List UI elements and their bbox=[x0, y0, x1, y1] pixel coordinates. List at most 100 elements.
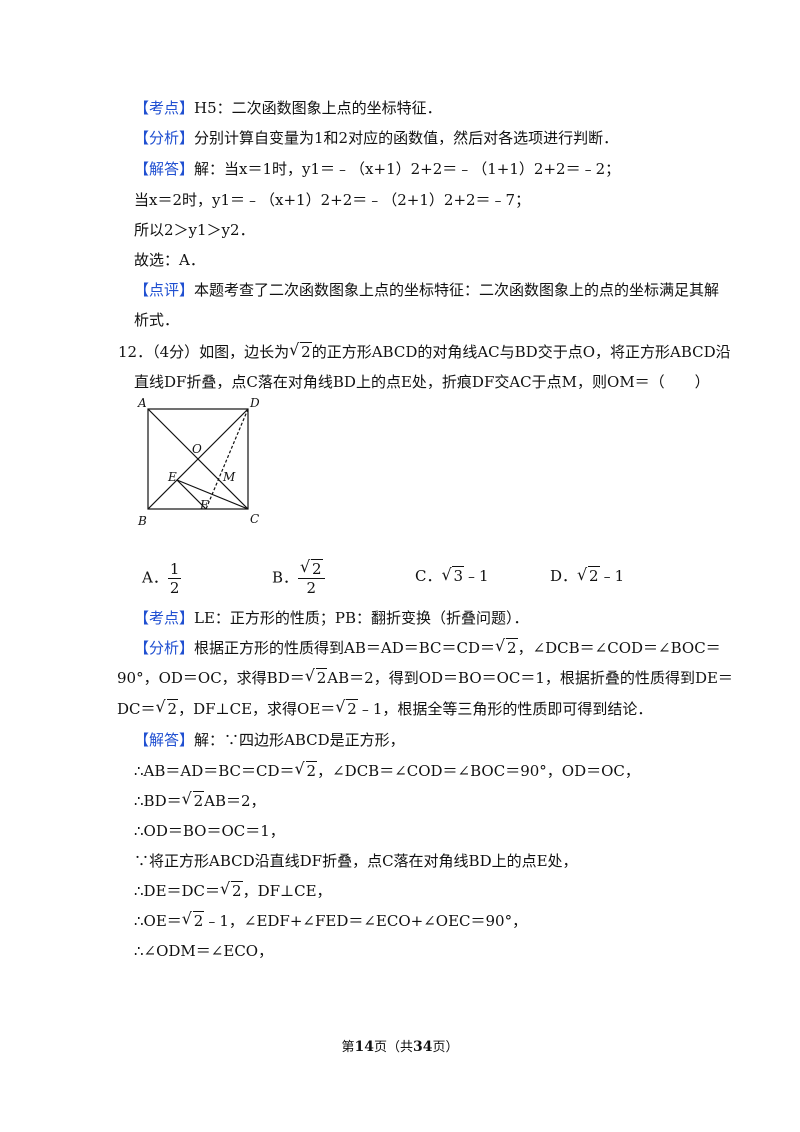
kaodian-tag: 【考点】 bbox=[134, 99, 195, 117]
prev-dianping-l2: 析式． bbox=[134, 311, 180, 329]
prev-jieda-l4: 故选：A． bbox=[134, 251, 205, 269]
label-b: B bbox=[137, 514, 147, 528]
jieda-text: ∴AB＝AD＝BC＝CD＝ bbox=[134, 762, 295, 780]
prev-fenxi: 【分析】分别计算自变量为1和2对应的函数值，然后对各选项进行判断． bbox=[134, 128, 618, 148]
radicand: 2 bbox=[311, 559, 323, 578]
sqrt-2: 2 bbox=[156, 697, 179, 719]
fenxi-text: 分别计算自变量为1和2对应的函数值，然后对各选项进行判断． bbox=[194, 129, 619, 147]
q12-jieda-l6: ∴DE＝DC＝2，DF⊥CE， bbox=[134, 879, 332, 901]
sqrt-2: 2 bbox=[289, 340, 312, 362]
page-total: 34 bbox=[413, 1039, 433, 1055]
kaodian-tag: 【考点】 bbox=[134, 609, 195, 627]
radicand: 2 bbox=[588, 566, 600, 585]
q12-jieda-l3: ∴BD＝2AB＝2， bbox=[134, 789, 266, 811]
q12-stem-l2: 直线DF折叠，点C落在对角线BD上的点E处，折痕DF交AC于点M，则OM＝（ ） bbox=[134, 373, 710, 391]
q12-jieda-l5: ∵将正方形ABCD沿直线DF折叠，点C落在对角线BD上的点E处， bbox=[134, 852, 578, 870]
q12-jieda-l1: 【解答】解：∵四边形ABCD是正方形， bbox=[134, 730, 405, 750]
sqrt-3: 3 bbox=[442, 565, 465, 585]
jieda-line: 解：当x＝1时，y1＝﹣（x+1）2+2＝﹣（1+1）2+2＝﹣2； bbox=[194, 160, 621, 178]
q12-jieda-l4: ∴OD＝BO＝OC＝1， bbox=[134, 822, 285, 840]
fenxi-text: ，∠DCB＝∠COD＝∠BOC＝ bbox=[517, 639, 721, 657]
fenxi-text: AB＝2，得到OD＝BO＝OC＝1，根据折叠的性质得到DE＝ bbox=[327, 669, 733, 687]
stem-text: 如图，边长为 bbox=[199, 343, 290, 361]
sqrt-2: 2 bbox=[495, 636, 518, 658]
page-number: 14 bbox=[354, 1039, 374, 1055]
footer-text: 第 bbox=[341, 1040, 355, 1055]
label-d: D bbox=[249, 396, 260, 410]
label-e: E bbox=[167, 470, 177, 484]
segment-ec bbox=[176, 479, 249, 510]
prev-jieda-l3: 所以2＞y1＞y2． bbox=[134, 221, 255, 239]
jieda-text: ﹣1，∠EDF+∠FED＝∠ECO+∠OEC＝90°， bbox=[204, 912, 528, 930]
fenxi-text: DC＝ bbox=[117, 700, 156, 718]
segment-ef bbox=[176, 479, 207, 510]
denominator: 2 bbox=[169, 579, 180, 597]
q12-stem-l1: 12．（4分）如图，边长为 2的正方形ABCD的对角线AC与BD交于点O，将正方形… bbox=[118, 340, 731, 362]
option-label: B． bbox=[272, 568, 299, 587]
sqrt-2: 2 bbox=[300, 558, 323, 578]
option-text: ﹣1 bbox=[464, 567, 489, 585]
q12-jieda-l7: ∴OE＝ 2﹣1，∠EDF+∠FED＝∠ECO+∠OEC＝90°， bbox=[134, 909, 528, 931]
fraction-sqrt2-over-2: 22 bbox=[298, 558, 325, 597]
dianping-text: 本题考查了二次函数图象上点的坐标特征：二次函数图象上的点的坐标满足其解 bbox=[194, 281, 720, 299]
option-b[interactable]: B．22 bbox=[272, 558, 325, 597]
fold-line-df bbox=[205, 408, 249, 510]
option-d[interactable]: D． 2﹣1 bbox=[550, 565, 624, 586]
radicand: 2 bbox=[166, 699, 179, 718]
label-f: F bbox=[199, 498, 209, 512]
fenxi-text: ﹣1，根据全等三角形的性质即可得到结论． bbox=[357, 700, 653, 718]
sqrt-2: 2 bbox=[305, 666, 328, 688]
option-label: D． bbox=[550, 567, 578, 585]
option-label: A． bbox=[142, 568, 168, 587]
prev-jieda-l2: 当x＝2时，y1＝﹣（x+1）2+2＝﹣（2+1）2+2＝﹣7； bbox=[134, 191, 531, 209]
kaodian-text: H5：二次函数图象上点的坐标特征． bbox=[194, 99, 442, 117]
radicand: 2 bbox=[346, 699, 358, 718]
prev-dianping-l1: 【点评】本题考查了二次函数图象上点的坐标特征：二次函数图象上的点的坐标满足其解 bbox=[134, 280, 719, 300]
radicand: 2 bbox=[315, 668, 328, 687]
jieda-text: ∴OE＝ bbox=[134, 912, 182, 930]
question-score: （4分） bbox=[152, 343, 200, 361]
sqrt-2: 2 bbox=[577, 565, 600, 585]
option-text: ﹣1 bbox=[599, 567, 625, 585]
kaodian-text: LE：正方形的性质；PB：翻折变换（折叠问题）． bbox=[194, 609, 529, 627]
radicand: 2 bbox=[231, 881, 243, 900]
radicand: 2 bbox=[305, 761, 318, 780]
footer-text: 页） bbox=[432, 1040, 459, 1055]
q12-jieda-l2: ∴AB＝AD＝BC＝CD＝2，∠DCB＝∠COD＝∠BOC＝90°，OD＝OC， bbox=[134, 759, 640, 781]
sqrt-2: 2 bbox=[182, 789, 205, 811]
jieda-tag: 【解答】 bbox=[134, 731, 195, 749]
sqrt-2: 2 bbox=[295, 759, 318, 781]
jieda-text: ，DF⊥CE， bbox=[242, 882, 332, 900]
diagonal-bd bbox=[147, 408, 249, 510]
q12-kaodian: 【考点】LE：正方形的性质；PB：翻折变换（折叠问题）． bbox=[134, 608, 529, 628]
stem-text: 的正方形ABCD的对角线AC与BD交于点O，将正方形ABCD沿 bbox=[311, 343, 731, 361]
fenxi-text: 根据正方形的性质得到AB＝AD＝BC＝CD＝ bbox=[194, 639, 496, 657]
label-o: O bbox=[192, 442, 202, 456]
jieda-text: 解：∵四边形ABCD是正方形， bbox=[194, 731, 405, 749]
fenxi-tag: 【分析】 bbox=[134, 129, 195, 147]
q12-jieda-l8: ∴∠ODM＝∠ECO， bbox=[134, 942, 274, 960]
fenxi-text: ，DF⊥CE，求得OE＝ bbox=[178, 700, 336, 718]
jieda-text: AB＝2， bbox=[204, 792, 266, 810]
radicand: 2 bbox=[192, 911, 205, 930]
square-abcd bbox=[147, 408, 249, 510]
prev-kaodian: 【考点】H5：二次函数图象上点的坐标特征． bbox=[134, 98, 442, 118]
dianping-tag: 【点评】 bbox=[134, 281, 195, 299]
fenxi-text: 90°，OD＝OC，求得BD＝ bbox=[117, 669, 305, 687]
numerator: 2 bbox=[298, 558, 325, 579]
sqrt-2: 2 bbox=[335, 697, 358, 719]
prev-jieda-l1: 【解答】解：当x＝1时，y1＝﹣（x+1）2+2＝﹣（1+1）2+2＝﹣2； bbox=[134, 159, 620, 179]
footer-text: 页（共 bbox=[373, 1040, 413, 1055]
fenxi-tag: 【分析】 bbox=[134, 639, 195, 657]
question-number: 12． bbox=[118, 343, 153, 361]
denominator: 2 bbox=[306, 579, 317, 597]
jieda-tag: 【解答】 bbox=[134, 160, 195, 178]
radicand: 2 bbox=[192, 791, 205, 810]
radicand: 2 bbox=[300, 342, 312, 361]
page-footer: 第14页（共34页） bbox=[0, 1036, 800, 1055]
geometry-figure: A D B C O E F M bbox=[137, 396, 260, 528]
q12-fenxi-l1: 【分析】根据正方形的性质得到AB＝AD＝BC＝CD＝2，∠DCB＝∠COD＝∠B… bbox=[134, 636, 721, 658]
option-c[interactable]: C．3﹣1 bbox=[415, 565, 489, 586]
